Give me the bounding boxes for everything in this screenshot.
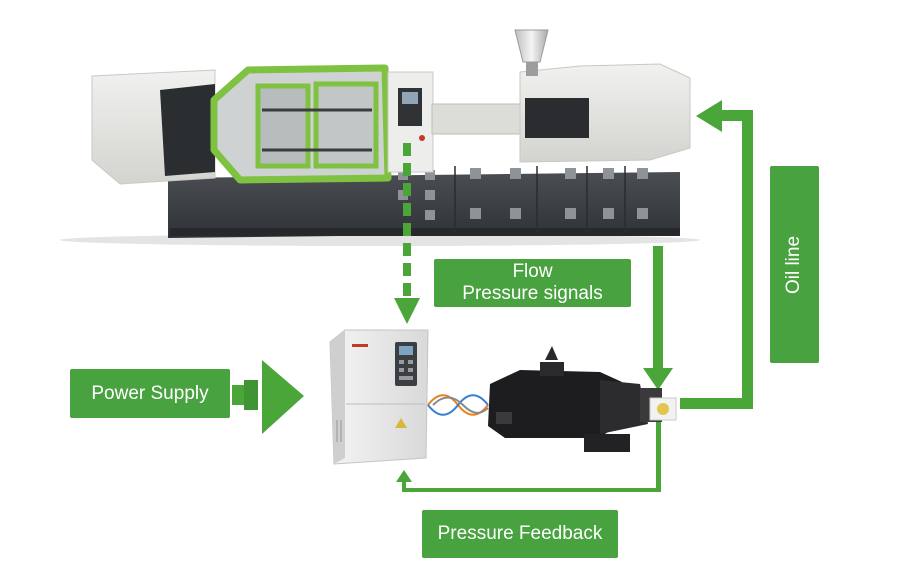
pressure-feedback-arrow	[396, 410, 661, 492]
injection-barrel	[431, 103, 528, 135]
clamp-unit-dark-window	[160, 84, 215, 176]
pump-port	[657, 403, 669, 415]
flow-label-line1: Flow	[512, 261, 553, 282]
oil-line-text: Oil line	[783, 235, 805, 294]
drive-vent	[336, 420, 342, 442]
injection-unit-window	[525, 98, 589, 138]
machine-base	[168, 172, 680, 238]
mold-tie-bars	[262, 108, 372, 152]
machine-base-foot	[170, 228, 680, 236]
base-panel-seams	[454, 166, 626, 232]
hopper-neck	[526, 62, 538, 76]
signal-arrow	[394, 143, 420, 324]
warning-icon	[395, 418, 407, 428]
flow-return-arrow	[643, 246, 673, 390]
motor-connector	[496, 412, 512, 424]
oil-line-arrow	[680, 100, 753, 409]
flow-label-line2: Pressure signals	[462, 283, 603, 304]
motor-lifting-eye	[545, 346, 558, 360]
flow-pressure-signals-label: Flow Pressure signals	[434, 259, 631, 307]
pressure-feedback-text: Pressure Feedback	[437, 523, 603, 544]
servo-drive-cabinet	[329, 329, 429, 465]
power-supply-text: Power Supply	[91, 382, 209, 404]
drive-display	[399, 346, 413, 355]
power-supply-arrow	[232, 360, 304, 434]
drive-buttons	[399, 360, 413, 380]
motor-terminal-box	[540, 362, 564, 376]
oil-line-label: Oil line	[770, 166, 819, 363]
material-hopper	[514, 29, 549, 63]
power-cable-waveform	[427, 394, 489, 416]
injection-molding-machine	[60, 29, 700, 246]
emergency-stop-icon	[419, 135, 425, 141]
power-supply-label: Power Supply	[70, 369, 230, 418]
safety-door-window-right	[313, 81, 379, 169]
safety-door-window-left	[255, 83, 311, 169]
servo-motor-pump	[488, 346, 677, 452]
drive-brand-logo	[352, 344, 368, 347]
control-panel-display	[402, 92, 418, 104]
pump-mount-base	[584, 434, 630, 452]
pressure-feedback-label: Pressure Feedback	[422, 510, 618, 558]
